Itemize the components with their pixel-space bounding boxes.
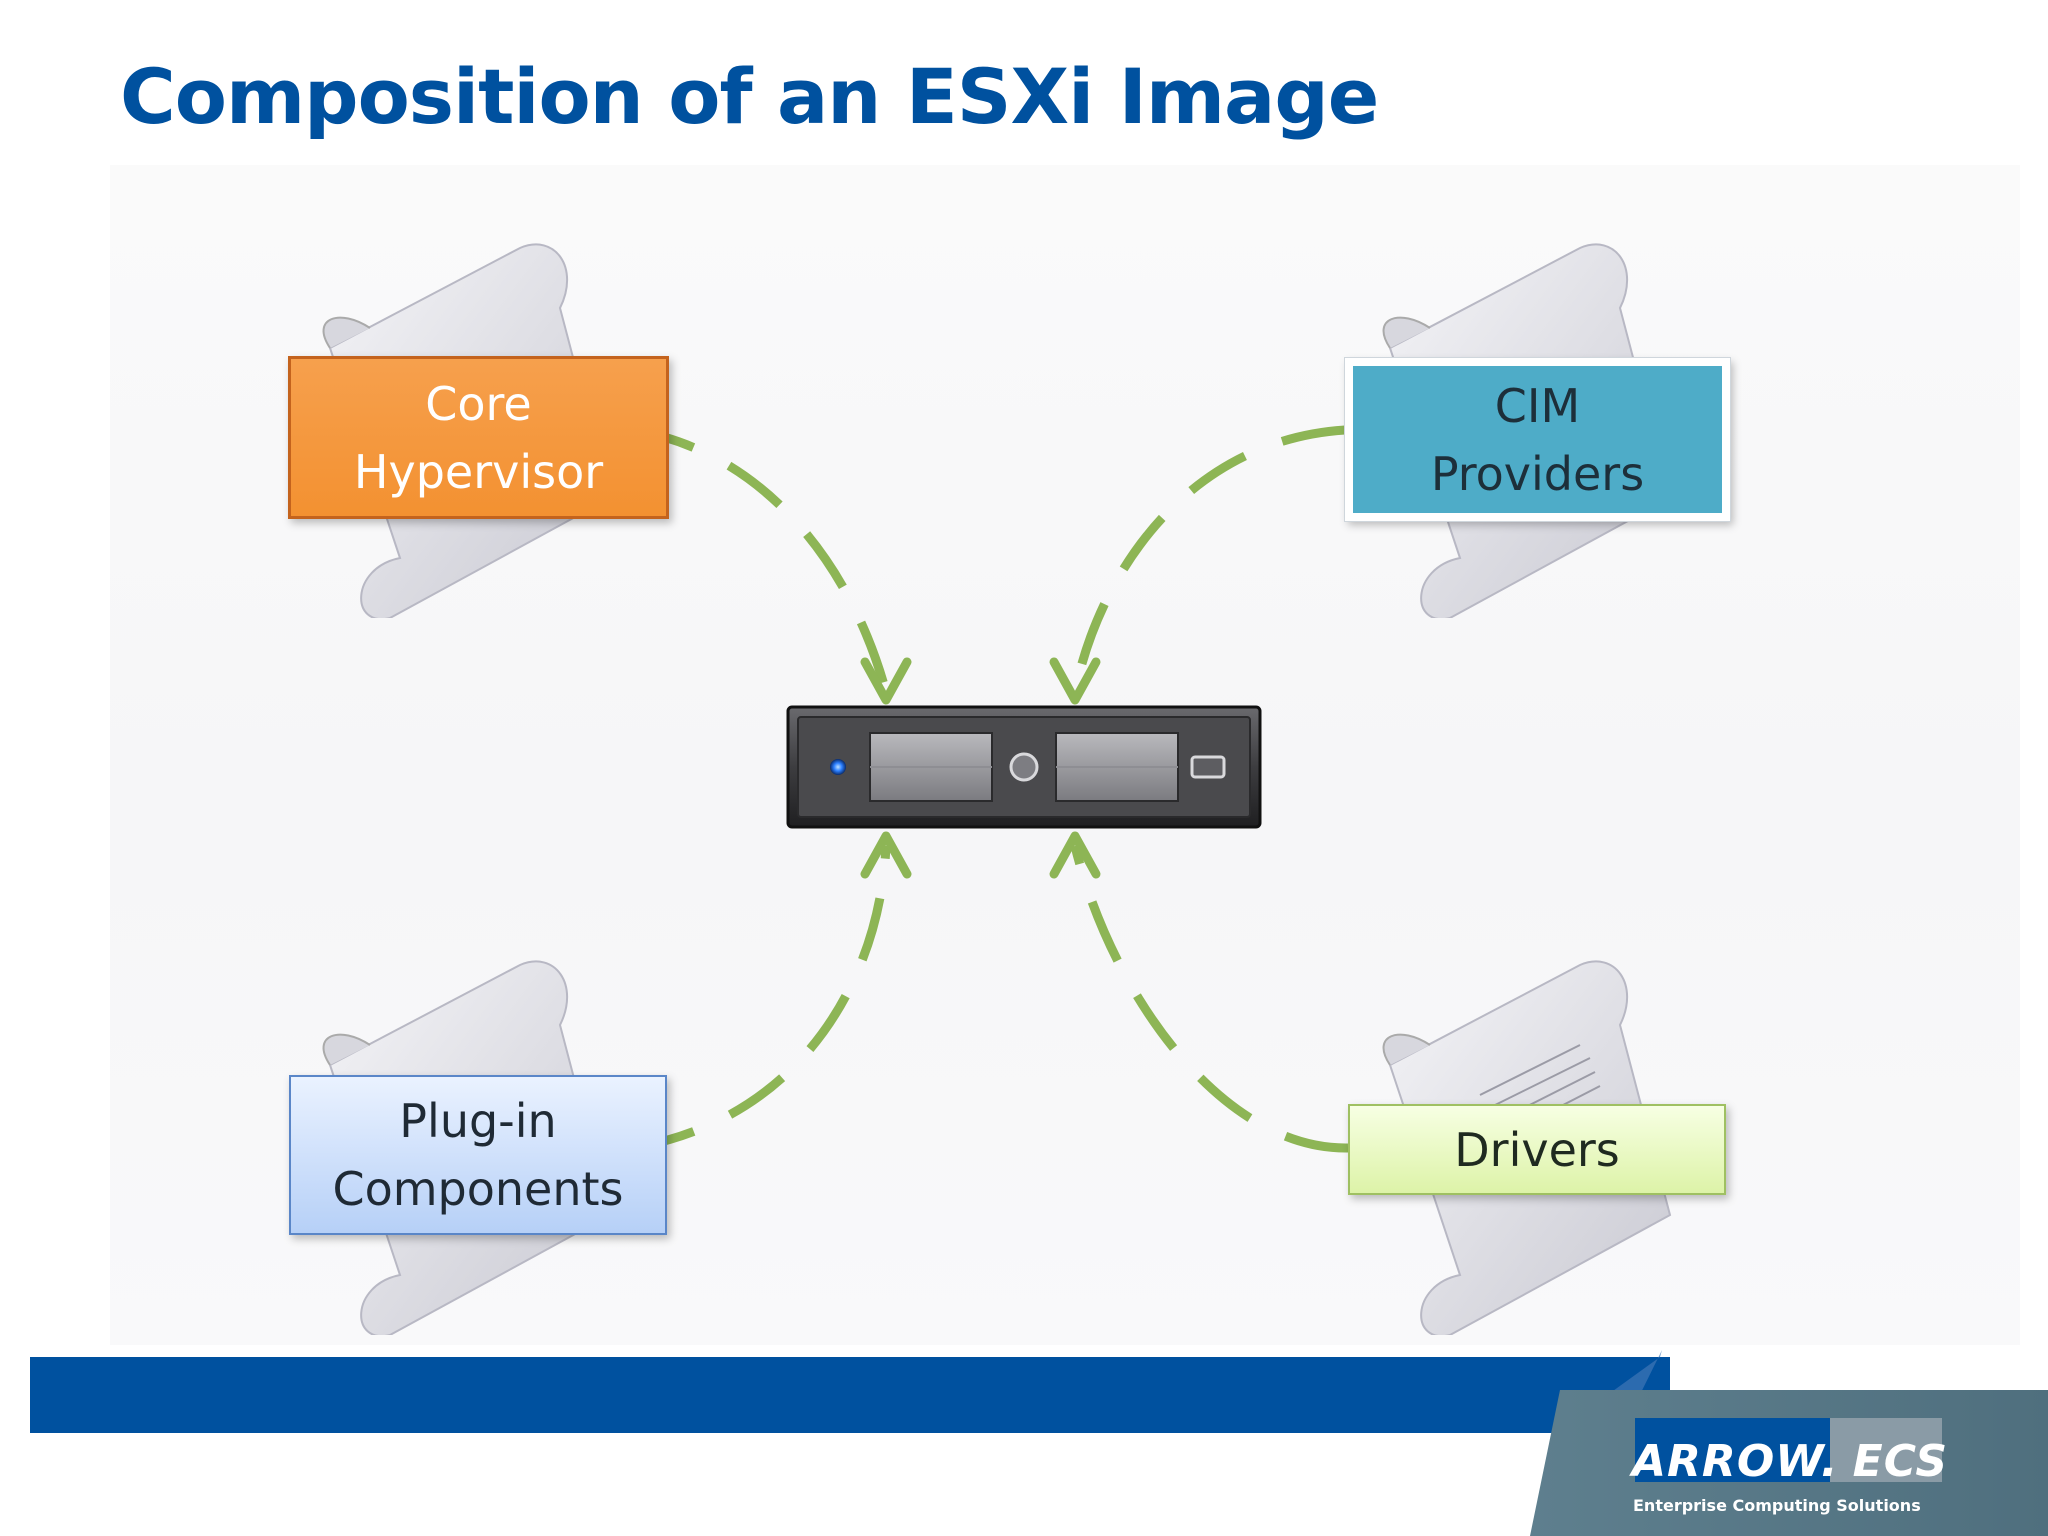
cim-providers-box: CIM Providers — [1344, 357, 1731, 522]
footer-bar — [30, 1357, 1670, 1433]
core-hypervisor-box: Core Hypervisor — [288, 356, 669, 519]
arrowhead-down-left — [860, 657, 912, 705]
plugin-components-box: Plug-in Components — [289, 1075, 667, 1235]
core-hypervisor-label: Core Hypervisor — [353, 376, 604, 499]
drivers-label: Drivers — [1454, 1122, 1620, 1177]
arrowhead-down-right — [1049, 657, 1101, 705]
arrow-cim-to-server — [1070, 425, 1346, 693]
arrow-plugin-to-server — [631, 845, 891, 1153]
arrow-core-to-server — [631, 425, 891, 694]
logo-wordmark: ARROW. ECS — [1632, 1436, 1947, 1487]
plugin-components-label: Plug-in Components — [332, 1094, 624, 1216]
drivers-box: Drivers — [1348, 1104, 1726, 1195]
logo-panel — [1530, 1350, 2048, 1536]
server-icon — [786, 705, 1262, 829]
logo-suffix: ECS — [1852, 1436, 1949, 1487]
arrowhead-up-left — [860, 831, 912, 879]
arrow-drivers-to-server — [1070, 844, 1349, 1153]
slide-title: Composition of an ESXi Image — [120, 52, 1379, 141]
cim-providers-label: CIM Providers — [1430, 378, 1645, 501]
arrowhead-up-right — [1049, 831, 1101, 879]
logo-brand: ARROW. — [1632, 1436, 1839, 1487]
logo-tagline: Enterprise Computing Solutions — [1633, 1496, 1921, 1515]
